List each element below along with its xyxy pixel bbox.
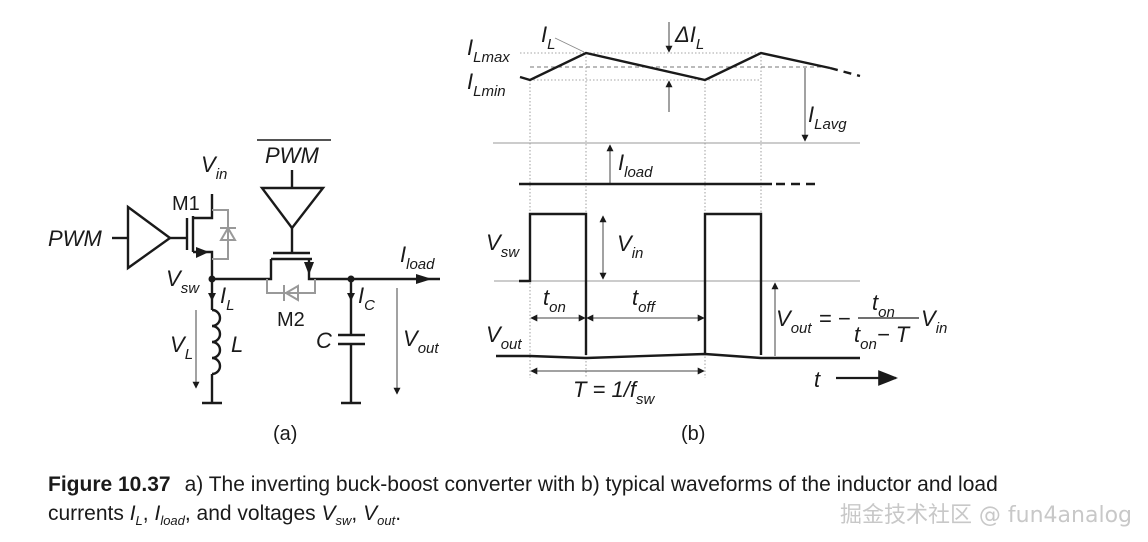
caption-vout: Vout xyxy=(363,502,396,529)
m1-label: M1 xyxy=(172,193,200,215)
il-pointer xyxy=(554,37,585,53)
caption-end: . xyxy=(395,502,402,525)
watermark: 掘金技术社区 @ fun4analog xyxy=(839,503,1132,528)
caption-line-2: currents xyxy=(48,502,124,525)
caption-line-1: a) The inverting buck-boost converter wi… xyxy=(184,473,998,496)
caption-and-voltages: , and voltages xyxy=(184,502,316,525)
caption-comma: , xyxy=(142,502,149,525)
delta-il-label: ΔIL xyxy=(674,22,704,53)
ilmax-label: ILmax xyxy=(467,35,510,66)
svg-text:ton: ton xyxy=(872,290,895,321)
m2-driver-buffer xyxy=(259,186,326,230)
ic-label: IC xyxy=(358,283,375,314)
svg-text:= −: = − xyxy=(819,306,851,331)
vout-label: Vout xyxy=(403,326,439,357)
m2-transistor xyxy=(266,251,350,302)
panel-a-label: (a) xyxy=(273,423,297,445)
vout-waveform xyxy=(496,352,860,360)
m1-driver-buffer xyxy=(126,204,173,271)
vsw-label: Vsw xyxy=(166,266,200,297)
m1-transistor xyxy=(185,194,237,282)
vin-label: Vin xyxy=(617,231,643,262)
ilavg-label: ILavg xyxy=(808,102,847,133)
figure-number: Figure 10.37 xyxy=(48,473,171,496)
vin-label: Vin xyxy=(201,152,227,183)
time-axis-label: t xyxy=(814,367,821,392)
svg-text:Vout: Vout xyxy=(776,306,812,337)
panel-b-label: (b) xyxy=(681,423,705,445)
vsw-waveform-2 xyxy=(703,212,763,355)
vsw-label: Vsw xyxy=(486,230,520,261)
period-label: T = 1/fsw xyxy=(573,377,655,408)
iload-arrow-icon xyxy=(416,274,432,284)
m2-label: M2 xyxy=(277,309,305,331)
iload-label: Iload xyxy=(618,150,653,181)
ilmin-label: ILmin xyxy=(467,69,506,100)
caption-iload: Iload xyxy=(154,502,185,529)
time-guides xyxy=(529,53,762,378)
inductor-label: L xyxy=(231,332,243,357)
iload-label: Iload xyxy=(400,242,435,273)
toff-label: toff xyxy=(632,285,657,316)
vsw-waveform xyxy=(519,212,588,355)
waveforms: IL ILmax ILmin ΔIL ILavg Iload Vsw Vin t… xyxy=(467,22,947,445)
caption-comma-2: , xyxy=(351,502,358,525)
ton-label: ton xyxy=(543,285,566,316)
vl-label: VL xyxy=(170,332,193,363)
il-arrow-icon xyxy=(208,293,216,301)
il-label: IL xyxy=(220,283,234,314)
caption-il: IL xyxy=(129,502,143,529)
caption-vsw: Vsw xyxy=(321,502,352,529)
svg-text:Vin: Vin xyxy=(921,306,947,337)
ic-arrow-icon xyxy=(347,293,355,301)
capacitor xyxy=(338,333,365,346)
figure-canvas: PWM M1 Vin Vsw IL L VL xyxy=(48,22,947,445)
vout-formula: Vout = − ton ton− T Vin xyxy=(776,290,947,353)
pwm-input-label: PWM xyxy=(48,226,102,251)
circuit-schematic: PWM M1 Vin Vsw IL L VL xyxy=(48,139,440,445)
pwm-bar-label: PWM xyxy=(265,143,319,168)
il-waveform xyxy=(519,51,831,82)
svg-text:ton− T: ton− T xyxy=(854,322,911,353)
il-waveform-continuation xyxy=(829,66,861,78)
inductor xyxy=(211,308,222,376)
vout-label: Vout xyxy=(486,322,522,353)
il-label: IL xyxy=(541,22,555,53)
figure-caption: Figure 10.37 a) The inverting buck-boost … xyxy=(48,470,1138,535)
capacitor-label: C xyxy=(316,328,332,353)
